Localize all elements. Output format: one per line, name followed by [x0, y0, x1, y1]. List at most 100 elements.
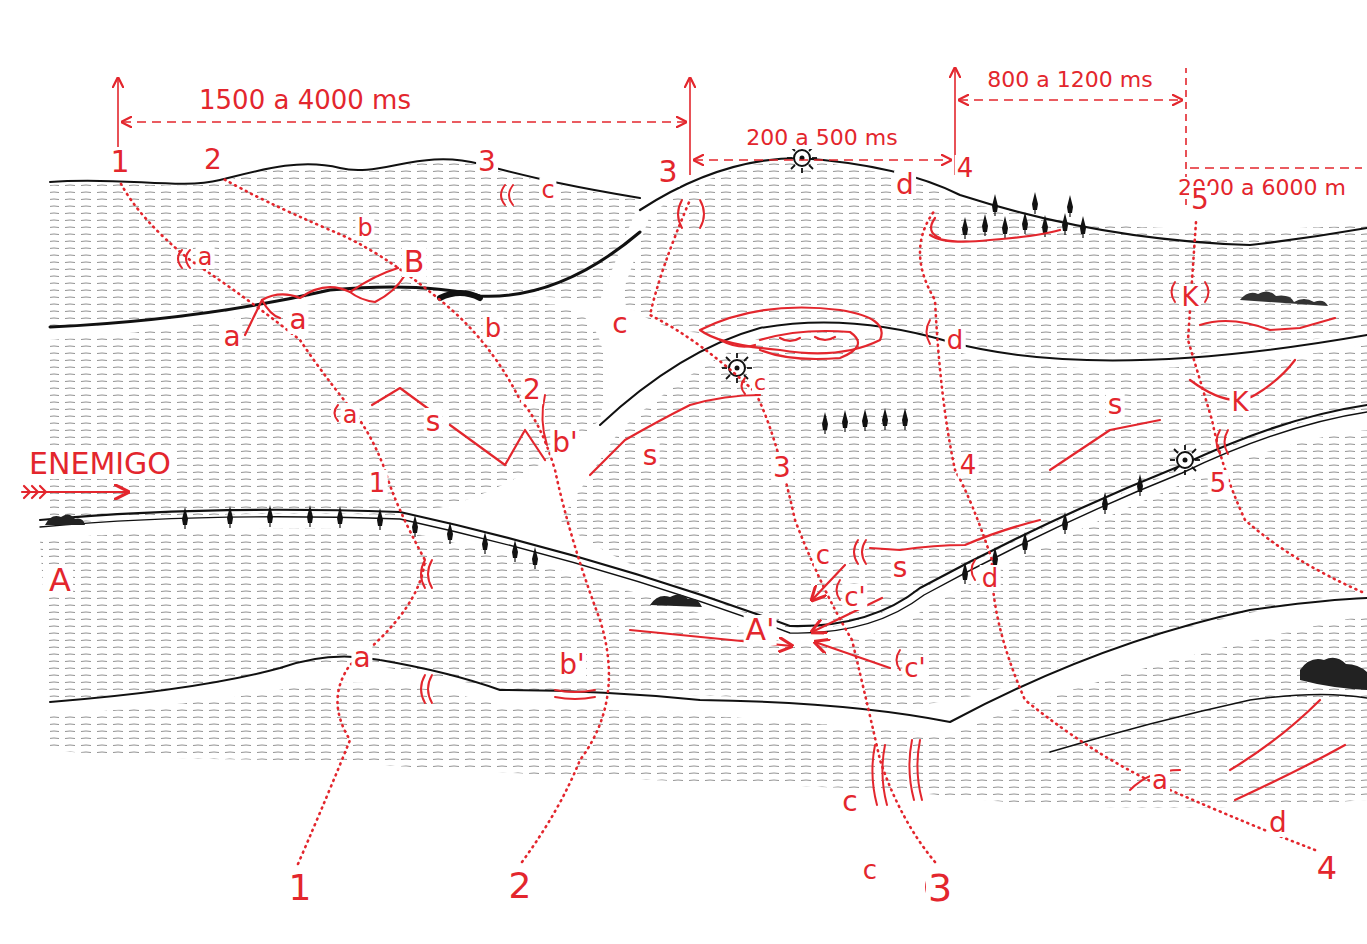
callout-label: 1: [108, 147, 131, 177]
bracket: [872, 745, 887, 805]
position-line: [1230, 700, 1345, 800]
ridge-line: [1050, 694, 1367, 752]
callout-label: d: [980, 565, 1001, 591]
dimension-tick: [689, 78, 691, 175]
callout-label: b: [355, 216, 374, 240]
bracket: [927, 320, 931, 344]
tree: [532, 547, 538, 569]
tree: [1022, 532, 1028, 554]
position-line: [450, 425, 545, 465]
tree: [1062, 512, 1068, 534]
dimension-label: 200 a 500 ms: [744, 127, 899, 149]
bracket: [335, 405, 339, 421]
trench-line: [931, 218, 940, 238]
callout-label: s: [891, 554, 910, 582]
callout-label: 2: [202, 146, 224, 174]
callout-label: 3: [656, 157, 679, 187]
tree: [962, 217, 968, 239]
tree: [337, 506, 343, 528]
bracket: [1217, 430, 1229, 454]
hatch-area: [50, 615, 1367, 808]
positions: [22, 218, 1345, 800]
callout-label: 2: [507, 868, 534, 904]
tree: [1002, 216, 1008, 238]
callout-label: 4: [955, 155, 976, 181]
position-line: [870, 520, 1040, 550]
callout-label: 4: [958, 452, 979, 478]
callout-label: a: [287, 306, 308, 334]
ridge-line: [50, 598, 1367, 722]
tree: [377, 508, 383, 530]
callout-label: b': [557, 651, 586, 679]
trees: [45, 192, 1367, 690]
callout-label: c: [861, 857, 879, 883]
attack-arrow: [815, 642, 890, 668]
ridge-lines: [40, 158, 1367, 752]
callout-label: 5: [1208, 470, 1229, 496]
tree: [267, 505, 273, 527]
ridge-line: [50, 232, 640, 327]
road-line: [40, 412, 1367, 633]
position-line: [590, 395, 760, 475]
tree: [1067, 195, 1073, 217]
sun-symbol: [1170, 445, 1200, 475]
arrow-feathers: [24, 486, 46, 498]
callout-label: c: [752, 372, 768, 394]
callout-label: B: [402, 247, 427, 277]
tree: [482, 532, 488, 554]
tree: [1032, 192, 1038, 214]
trench-line: [930, 230, 1060, 242]
bracket: [542, 395, 547, 445]
tree: [412, 515, 418, 537]
bracket: [678, 200, 704, 228]
callout-label: c: [840, 788, 859, 816]
tree: [902, 408, 908, 430]
hatch-area: [50, 299, 605, 525]
callout-label: d: [945, 327, 966, 353]
callout-label: d: [894, 171, 916, 199]
callout-label: a: [341, 403, 360, 427]
rock-mark: [440, 293, 480, 298]
tree: [1102, 492, 1108, 514]
callout-label: d: [1267, 809, 1289, 837]
callout-label: 2: [521, 376, 543, 404]
ridge-line: [640, 158, 1367, 245]
route-line: [120, 182, 425, 864]
callout-label: b': [550, 429, 579, 457]
trench-marks: [720, 337, 835, 347]
position-line: [1050, 420, 1160, 470]
tree: [982, 214, 988, 236]
callout-label: 3: [926, 869, 954, 907]
bush: [45, 514, 85, 525]
bush: [1240, 291, 1328, 306]
dimension-line: [122, 121, 686, 123]
callout-label: s: [424, 408, 443, 436]
route-line: [650, 200, 935, 862]
callout-label: 1: [367, 470, 388, 496]
dimension-label: 1500 a 4000 ms: [197, 87, 413, 113]
tree: [822, 412, 828, 434]
tree: [307, 505, 313, 527]
bush: [1300, 658, 1367, 690]
routes: [120, 178, 1362, 864]
tree: [1080, 216, 1086, 238]
tree: [512, 540, 518, 562]
suns: [722, 143, 1200, 475]
tree: [992, 194, 998, 216]
callout-label: 4: [1315, 852, 1339, 884]
callout-label: 3: [476, 148, 498, 176]
position-line: [350, 275, 405, 302]
dimension-lines: [118, 68, 1362, 205]
tree: [842, 410, 848, 432]
callout-label: 1: [287, 870, 314, 906]
callout-label: c: [814, 542, 832, 568]
trench-outline: [760, 331, 858, 359]
bush: [650, 594, 702, 607]
tree: [1062, 213, 1068, 235]
callout-label: a: [221, 323, 242, 351]
bracket: [178, 250, 190, 268]
route-line: [222, 178, 609, 862]
